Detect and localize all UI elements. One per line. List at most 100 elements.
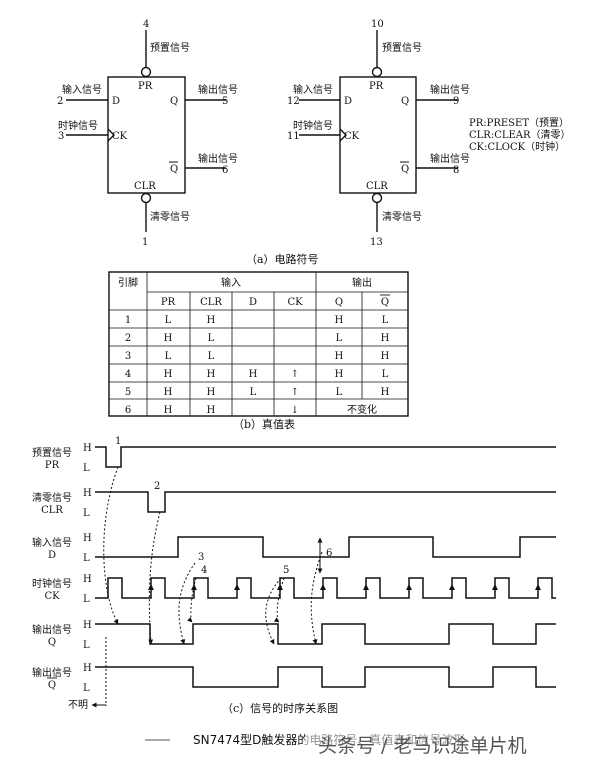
- watermark: 头条号 / 老马识途单片机: [318, 735, 526, 757]
- cell-qb: L: [382, 315, 389, 326]
- signal-name-3: 时钟信号: [32, 577, 72, 590]
- level-h-3: H: [83, 574, 92, 585]
- cell-pr: L: [165, 315, 172, 326]
- cell-pr: H: [164, 333, 173, 344]
- th-q: Q: [335, 297, 343, 308]
- cell-q: H: [335, 351, 344, 362]
- arrow-clr-to-q: [148, 511, 161, 645]
- cell-qb: H: [381, 351, 390, 362]
- th-ck: CK: [287, 297, 303, 308]
- label-clock-left: 时钟信号: [58, 119, 98, 132]
- unknown-marker: 不明: [68, 637, 107, 711]
- clock-edge-arrow: [320, 584, 326, 590]
- cell-d: L: [250, 387, 257, 398]
- cell-q: L: [336, 333, 343, 344]
- signal-abbrev-5: Q: [48, 680, 56, 691]
- wave-d: [95, 536, 556, 558]
- level-h-1: H: [83, 488, 92, 499]
- pin-pr-right: 10: [371, 19, 384, 30]
- th-output: 输出: [352, 276, 372, 289]
- cell-qb: H: [381, 333, 390, 344]
- abbrev-legend: PR:PRESET（预置） CLR:CLEAR（清零） CK:CLOCK（时钟）: [469, 117, 571, 153]
- arrow-ck-4: [187, 577, 197, 623]
- symbol-left: [66, 30, 226, 232]
- level-l-4: L: [83, 640, 90, 651]
- marker-4: 4: [201, 565, 207, 576]
- unknown-label: 不明: [68, 699, 88, 711]
- wave-qb: [95, 666, 556, 688]
- watermark-backdrop: [305, 732, 595, 760]
- cell-ck: ↑: [291, 369, 299, 380]
- label-clock-right: 时钟信号: [293, 119, 333, 132]
- th-clr: CLR: [200, 297, 222, 308]
- wave-ck: [95, 577, 556, 599]
- marker-3: 3: [198, 552, 204, 563]
- marker-5: 5: [283, 565, 289, 576]
- label-input-left: 输入信号: [62, 83, 102, 96]
- signal-name-1: 清零信号: [32, 491, 72, 504]
- box-pr-left: PR: [138, 81, 153, 92]
- th-input: 输入: [221, 276, 241, 289]
- pin-q-left: 5: [222, 96, 228, 107]
- clock-edge-arrow: [148, 584, 154, 590]
- timing-markers: 1 2 3 4 5 6: [115, 436, 332, 576]
- cell-qb: L: [382, 369, 389, 380]
- signal-abbrev-3: CK: [44, 591, 60, 602]
- timing-waves: [95, 446, 556, 688]
- legend-line-1: PR:PRESET（预置）: [469, 117, 569, 129]
- cell-pin: 2: [125, 333, 131, 344]
- level-l-0: L: [83, 463, 90, 474]
- cell-q: H: [335, 369, 344, 380]
- cell-clr: H: [207, 405, 216, 416]
- clock-edge-arrow: [492, 584, 498, 590]
- caption-b: （b）真值表: [233, 417, 295, 431]
- cell-q: L: [336, 387, 343, 398]
- cell-qb: H: [381, 387, 390, 398]
- clock-edge-arrow: [535, 584, 541, 590]
- th-qb: Q: [381, 297, 389, 308]
- box-clr-right: CLR: [366, 181, 388, 192]
- pin-q-right: 9: [453, 96, 459, 107]
- clock-edge-arrow: [363, 584, 369, 590]
- label-output-qb-right: 输出信号: [430, 152, 470, 165]
- cell-ck: ↓: [291, 405, 299, 416]
- signal-name-4: 输出信号: [32, 623, 72, 636]
- cell-pin: 4: [125, 369, 131, 380]
- cell-pr: H: [164, 405, 173, 416]
- level-h-2: H: [83, 533, 92, 544]
- pin-clr-right: 13: [370, 237, 383, 248]
- box-d-right: D: [344, 96, 352, 107]
- cell-clr: H: [207, 315, 216, 326]
- caption-a: （a）电路符号: [246, 253, 319, 266]
- truth-table-text: 引脚 输入 输出 PR CLR D CK Q Q: [118, 276, 390, 308]
- cell-clr: L: [208, 351, 215, 362]
- truth-table: [108, 271, 409, 417]
- wave-pr: [95, 446, 556, 468]
- th-pin: 引脚: [118, 276, 138, 289]
- signal-name-2: 输入信号: [32, 536, 72, 549]
- signal-name-0: 预置信号: [32, 447, 72, 459]
- signal-abbrev-0: PR: [45, 460, 60, 471]
- wave-clr: [95, 491, 556, 513]
- pin-ck-right: 11: [287, 131, 300, 142]
- signal-name-5: 输出信号: [32, 666, 72, 679]
- cell-clr: H: [207, 369, 216, 380]
- level-l-3: L: [83, 594, 90, 605]
- cell-q: H: [335, 315, 344, 326]
- symbol-right-text: 10 预置信号 输入信号 12 时钟信号 11 输出信号 9 输出信号 8 清零…: [287, 19, 470, 248]
- level-h-0: H: [83, 443, 92, 454]
- cell-pin: 3: [125, 351, 131, 362]
- arrow-ck-5b: [273, 577, 285, 623]
- symbol-right: [299, 30, 458, 232]
- th-d: D: [249, 297, 257, 308]
- pin-d-left: 2: [57, 96, 63, 107]
- cell-pin: 6: [125, 405, 131, 416]
- arrow-ck-5a: [265, 577, 282, 645]
- label-preset-right: 预置信号: [382, 42, 422, 54]
- label-clear-right: 清零信号: [382, 210, 422, 223]
- pin-d-right: 12: [287, 96, 300, 107]
- pin-qb-left: 6: [222, 165, 228, 176]
- cell-d: H: [249, 369, 258, 380]
